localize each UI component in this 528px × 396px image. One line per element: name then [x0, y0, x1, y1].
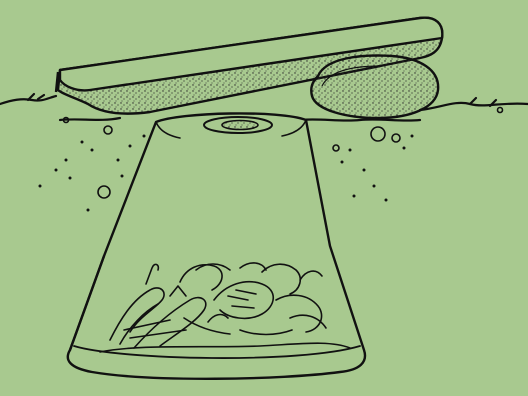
drainage-hole [204, 117, 272, 133]
support-stone [311, 56, 438, 118]
upturned-flowerpot [68, 113, 365, 378]
